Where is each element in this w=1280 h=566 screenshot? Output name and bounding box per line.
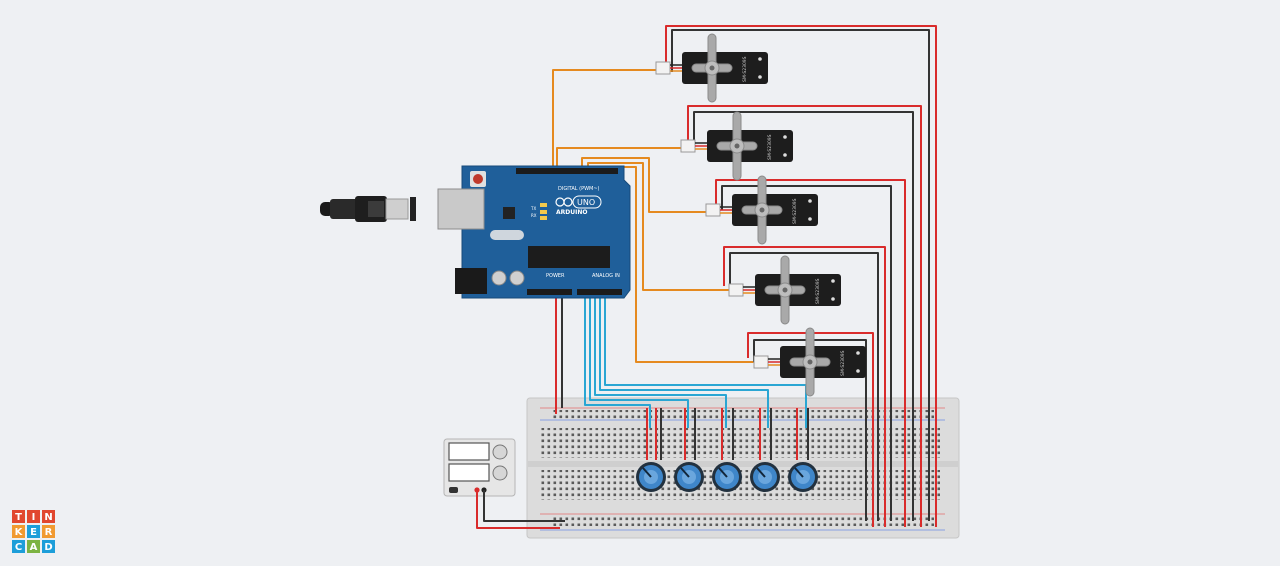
- voltage-knob[interactable]: [492, 444, 508, 460]
- current-knob[interactable]: [492, 465, 508, 481]
- atmega-chip: [528, 246, 610, 268]
- servo-connector[interactable]: [753, 355, 780, 369]
- servo-horn[interactable]: [691, 33, 733, 103]
- potentiometer[interactable]: [674, 462, 704, 492]
- servo-motor[interactable]: SM-S2309S: [705, 175, 818, 245]
- logo-tile: [42, 525, 55, 538]
- servo-connector[interactable]: [728, 283, 755, 297]
- arduino-logo-text: ARDUINO: [556, 209, 587, 216]
- logo-letter: K: [15, 527, 24, 538]
- servo-model-label: SM-S2309S: [815, 278, 821, 304]
- terminal-strip-top[interactable]: [540, 428, 940, 458]
- servo-model-label: SM-S2309S: [792, 198, 798, 224]
- servo-motor[interactable]: SM-S2309S: [680, 111, 793, 181]
- digital-header[interactable]: [516, 168, 618, 174]
- logo-letter: I: [32, 512, 36, 523]
- logo-tile: [42, 510, 55, 523]
- servo-horn[interactable]: [789, 327, 831, 397]
- servo-horn[interactable]: [716, 111, 758, 181]
- servo-model-label: SM-S2309S: [742, 56, 748, 82]
- servo-model-label: SM-S2309S: [840, 350, 846, 376]
- usb-port: [437, 188, 485, 230]
- servo-connector[interactable]: [705, 203, 732, 217]
- logo-letter: A: [30, 542, 38, 553]
- potentiometer[interactable]: [750, 462, 780, 492]
- tx-label: TX: [530, 206, 536, 211]
- voltage-display: [448, 442, 490, 461]
- current-display: [448, 463, 490, 482]
- logo-letter: T: [15, 512, 22, 523]
- infinity-logo-icon: [555, 197, 573, 207]
- servo-connector[interactable]: [680, 139, 707, 153]
- logo-letter: N: [44, 512, 52, 523]
- board-model: UNO: [577, 198, 595, 207]
- analog-in-label: ANALOG IN: [592, 273, 620, 279]
- arduino-uno-board[interactable]: TX RX ARDUINO UNO DIGITAL (PWM~) POWER A…: [437, 165, 631, 299]
- servo-motor[interactable]: SM-S2309S: [753, 327, 866, 397]
- output-switch[interactable]: [449, 487, 458, 493]
- power-header[interactable]: [527, 289, 572, 295]
- logo-tile: [12, 525, 25, 538]
- wires[interactable]: [476, 25, 937, 529]
- power-supply[interactable]: [443, 438, 516, 497]
- potentiometers[interactable]: [636, 462, 818, 492]
- potentiometer[interactable]: [636, 462, 666, 492]
- rx-label: RX: [531, 213, 537, 218]
- power-label: POWER: [546, 273, 565, 279]
- logo-tile: [27, 525, 40, 538]
- bottom-power-rail[interactable]: [552, 517, 934, 526]
- logo-letter: D: [44, 542, 52, 553]
- led-rx: [540, 216, 547, 220]
- usb-cable[interactable]: [320, 196, 416, 222]
- logo-letter: R: [45, 527, 53, 538]
- servo-motor[interactable]: SM-S2309S: [655, 33, 768, 103]
- potentiometer[interactable]: [712, 462, 742, 492]
- led-tx: [540, 210, 547, 214]
- led-l: [540, 203, 547, 207]
- dc-jack: [455, 268, 487, 294]
- usb-chip: [503, 207, 515, 219]
- servo-motor[interactable]: SM-S2309S: [728, 255, 841, 325]
- servo-connector[interactable]: [655, 61, 682, 75]
- logo-tile: [27, 540, 40, 553]
- reset-button[interactable]: [473, 174, 483, 184]
- servo-horn[interactable]: [764, 255, 806, 325]
- logo-tile: [12, 540, 25, 553]
- digital-label: DIGITAL (PWM~): [558, 186, 600, 192]
- analog-header[interactable]: [577, 289, 622, 295]
- logo-tile: [27, 510, 40, 523]
- servos[interactable]: SM-S2309S SM-S2309S SM-S2309S SM-S2309S SM-S…: [655, 33, 866, 397]
- potentiometer[interactable]: [788, 462, 818, 492]
- servo-horn[interactable]: [741, 175, 783, 245]
- top-power-rail[interactable]: [552, 410, 934, 419]
- servo-model-label: SM-S2309S: [767, 134, 773, 160]
- logo-letter: E: [30, 527, 37, 538]
- logo-tile: [12, 510, 25, 523]
- logo-tile: [42, 540, 55, 553]
- breadboard[interactable]: [526, 397, 960, 539]
- logo-letter: C: [15, 542, 22, 553]
